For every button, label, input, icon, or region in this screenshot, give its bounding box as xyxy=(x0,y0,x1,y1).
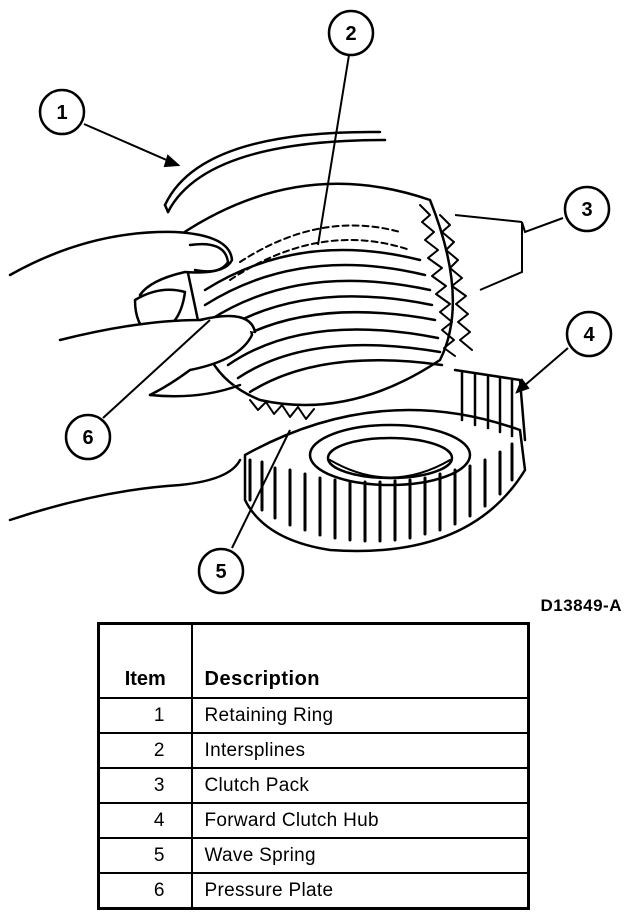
item-number: 2 xyxy=(97,732,193,769)
figure-id: D13849-A xyxy=(540,596,622,615)
table-row: 5 Wave Spring xyxy=(97,837,530,874)
legend-header-row: Item Description xyxy=(97,622,530,699)
item-description: Wave Spring xyxy=(190,837,530,874)
callout-3: 3 xyxy=(563,185,611,233)
item-description: Intersplines xyxy=(190,732,530,769)
table-row: 3 Clutch Pack xyxy=(97,767,530,804)
svg-text:6: 6 xyxy=(82,427,93,449)
leader-line-5 xyxy=(231,429,291,549)
table-row: 2 Intersplines xyxy=(97,732,530,769)
table-row: 1 Retaining Ring xyxy=(97,697,530,734)
item-number: 3 xyxy=(97,767,193,804)
item-description: Forward Clutch Hub xyxy=(190,802,530,839)
table-row: 6 Pressure Plate xyxy=(97,872,530,910)
item-number: 4 xyxy=(97,802,193,839)
item-description: Pressure Plate xyxy=(190,872,530,910)
svg-text:5: 5 xyxy=(215,561,226,583)
leader-line-1 xyxy=(83,123,179,166)
clutch-pack xyxy=(178,182,473,420)
svg-text:1: 1 xyxy=(56,102,67,124)
callout-2: 2 xyxy=(327,9,375,57)
svg-text:2: 2 xyxy=(345,23,356,45)
table-row: 4 Forward Clutch Hub xyxy=(97,802,530,839)
technician-hands xyxy=(8,230,257,522)
forward-clutch-hub xyxy=(243,368,527,553)
leader-line-3 xyxy=(479,217,564,291)
item-description: Retaining Ring xyxy=(190,697,530,734)
callout-6: 6 xyxy=(64,413,112,461)
clutch-assembly-illustration: 1 2 3 4 5 6 xyxy=(8,9,613,595)
item-number: 6 xyxy=(97,872,193,910)
item-number: 5 xyxy=(97,837,193,874)
callout-5: 5 xyxy=(197,547,245,595)
item-column-header: Item xyxy=(97,622,193,699)
callout-1: 1 xyxy=(38,88,86,136)
leader-line-6 xyxy=(102,319,211,419)
item-number: 1 xyxy=(97,697,193,734)
item-description: Clutch Pack xyxy=(190,767,530,804)
legend-table: Item Description 1 Retaining Ring 2 Inte… xyxy=(97,622,530,910)
svg-text:4: 4 xyxy=(583,324,595,346)
svg-text:3: 3 xyxy=(581,199,592,221)
description-column-header: Description xyxy=(190,622,530,699)
leader-line-2 xyxy=(317,54,350,246)
callout-4: 4 xyxy=(565,310,613,358)
